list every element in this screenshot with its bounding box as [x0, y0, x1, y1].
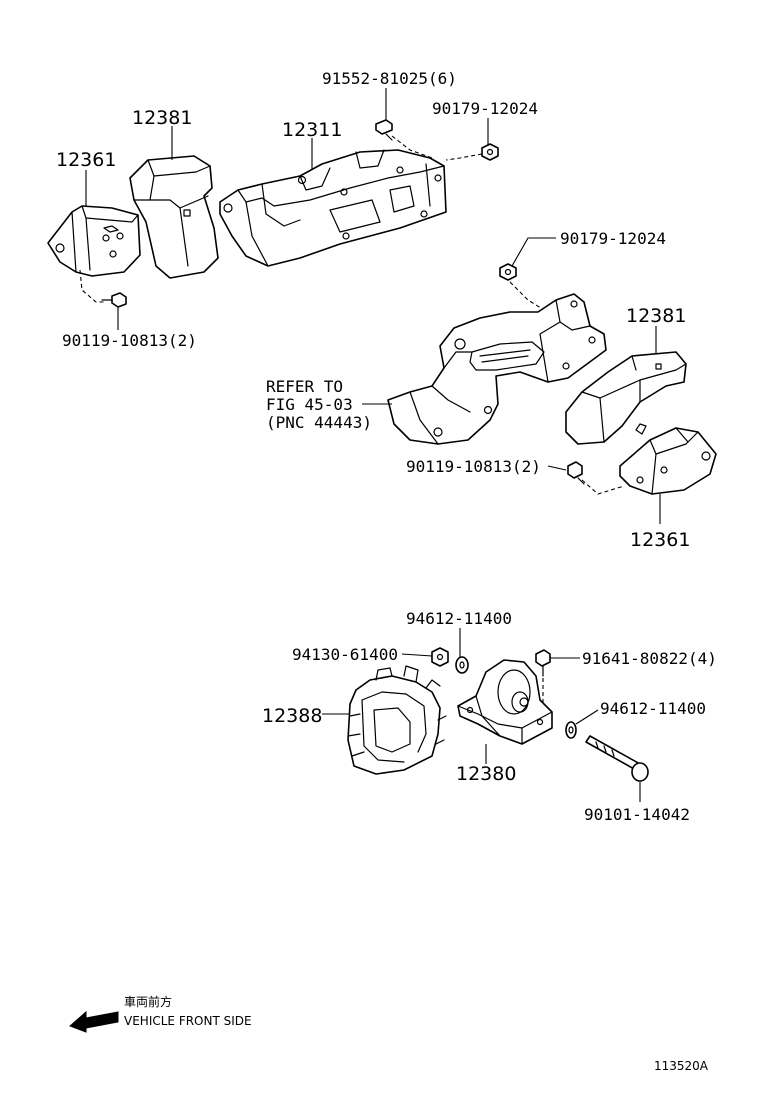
washer-94612-right-icon [565, 721, 577, 739]
bolt-91552-icon [375, 119, 393, 141]
mount-stopper-12381-right [565, 351, 687, 445]
bolt-90119-left-icon [101, 292, 127, 308]
crossmember-bracket-12311 [219, 149, 447, 267]
front-direction-arrow-icon [69, 1010, 119, 1033]
engine-mount-12380 [457, 659, 553, 745]
bolt-91641-icon [535, 649, 551, 677]
vehicle-front-english: VEHICLE FRONT SIDE [124, 1014, 252, 1028]
label-91641: 91641-80822(4) [582, 649, 717, 668]
vehicle-front-japanese: 車両前方 [124, 994, 172, 1009]
label-12311: 12311 [282, 119, 342, 141]
nut-90179-right-icon [499, 263, 517, 281]
through-bolt-90101-icon [585, 735, 649, 782]
mount-stopper-12381-left [129, 155, 219, 279]
engine-mount-12361-right [619, 423, 717, 495]
label-12388: 12388 [262, 705, 322, 727]
reference-line-2: FIG 45-03 [266, 395, 353, 414]
label-94612-right: 94612-11400 [600, 699, 706, 718]
engine-mount-12361-left [47, 205, 141, 277]
label-12381-left: 12381 [132, 107, 192, 129]
transmission-mount-bracket [387, 293, 607, 445]
washer-94612-top-icon [455, 656, 469, 674]
label-90119-left: 90119-10813(2) [62, 331, 197, 350]
mount-bracket-12388 [347, 665, 447, 775]
label-91552: 91552-81025(6) [322, 69, 457, 88]
reference-line-3: (PNC 44443) [266, 413, 372, 432]
label-94612-top: 94612-11400 [406, 609, 512, 628]
reference-line-1: REFER TO [266, 377, 343, 396]
label-90179-right: 90179-12024 [560, 229, 666, 248]
label-90119-right: 90119-10813(2) [406, 457, 541, 476]
label-12380: 12380 [456, 763, 516, 785]
label-12361-right: 12361 [630, 529, 690, 551]
label-90101: 90101-14042 [584, 805, 690, 824]
label-90179-top: 90179-12024 [432, 99, 538, 118]
label-12381-right: 12381 [626, 305, 686, 327]
label-94130: 94130-61400 [292, 645, 398, 664]
leader-lines [85, 88, 661, 802]
diagram-code: 113520A [654, 1059, 709, 1073]
nut-90179-top-icon [481, 143, 499, 161]
bolt-90119-right-icon [567, 461, 585, 485]
label-12361-left: 12361 [56, 149, 116, 171]
nut-94130-icon [431, 647, 449, 667]
